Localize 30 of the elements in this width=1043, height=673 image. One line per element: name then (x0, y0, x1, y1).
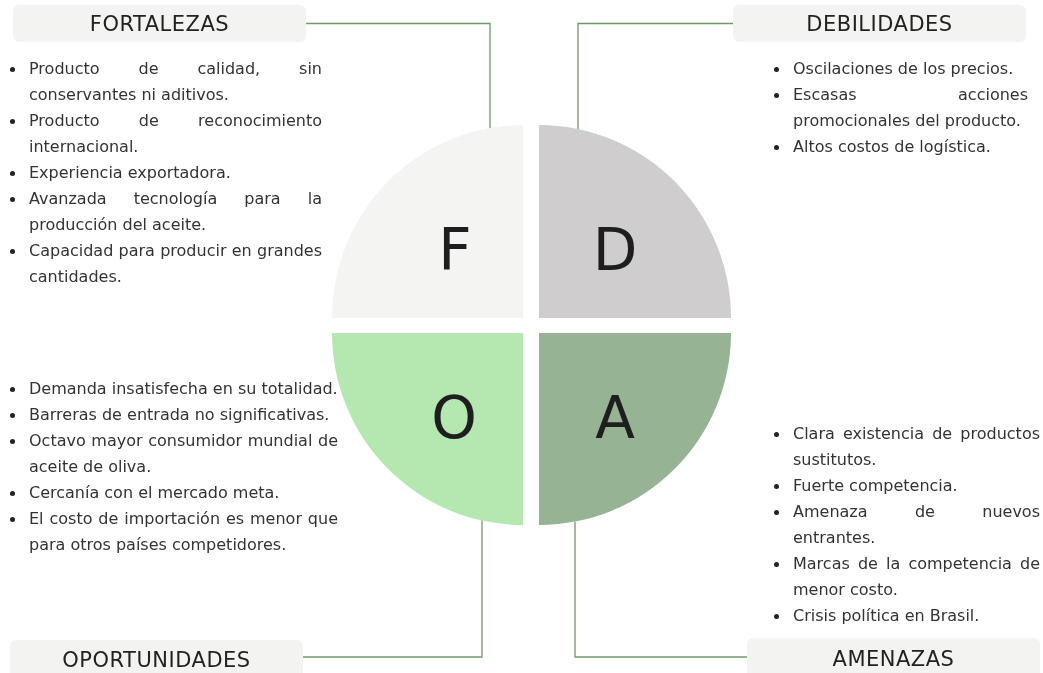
bullet-text: Producto de calidad, sin conservantes ni aditivos. (29, 58, 322, 106)
bullet-text: Crisis política en Brasil. (793, 605, 981, 627)
bullet-text: El costo de importación es menor que para otros países competidores. (29, 508, 338, 556)
bullet-text: Barreras de entrada no significativas. (29, 404, 331, 426)
section-heading: OPORTUNIDADES (10, 640, 303, 673)
bullet-text: Avanzada tecnología para la producción del aceite. (29, 188, 322, 236)
bullet-text: Amenaza de nuevos entrantes. (793, 501, 1040, 549)
section-heading: DEBILIDADES (733, 5, 1026, 42)
bullet-text: Octavo mayor consumidor mundial de aceite de oliva. (29, 430, 338, 478)
section-heading: FORTALEZAS (13, 5, 306, 42)
bullet-text: Experiencia exportadora. (29, 162, 232, 184)
section-heading: AMENAZAS (747, 638, 1040, 673)
bullet-text: Oscilaciones de los precios. (793, 58, 1015, 80)
quadrant-letter: D (592, 221, 638, 279)
quadrant-letter: F (438, 221, 472, 279)
bullet-text: Escasas acciones promocionales del producto. (793, 84, 1028, 132)
bullet-text: Demanda insatisfecha en su totalidad. (29, 378, 338, 400)
connector-line (574, 520, 748, 658)
bullet-text: Fuerte competencia. (793, 475, 959, 497)
connector-line (577, 22, 734, 131)
bullet-text: Capacidad para producir en grandes cantidades. (29, 240, 322, 288)
bullet-text: Altos costos de logística. (793, 136, 992, 158)
bullet-text: Marcas de la competencia de menor costo. (793, 553, 1040, 601)
connector-line (302, 518, 483, 658)
bullet-text: Clara existencia de productos sustitutos. (793, 423, 1040, 471)
bullet-text: Cercanía con el mercado meta. (29, 482, 281, 504)
quadrant-letter: A (595, 389, 635, 447)
connector-line (305, 22, 491, 131)
bullet-text: Producto de reconocimiento internacional. (29, 110, 322, 158)
quadrant-letter: O (431, 389, 477, 447)
